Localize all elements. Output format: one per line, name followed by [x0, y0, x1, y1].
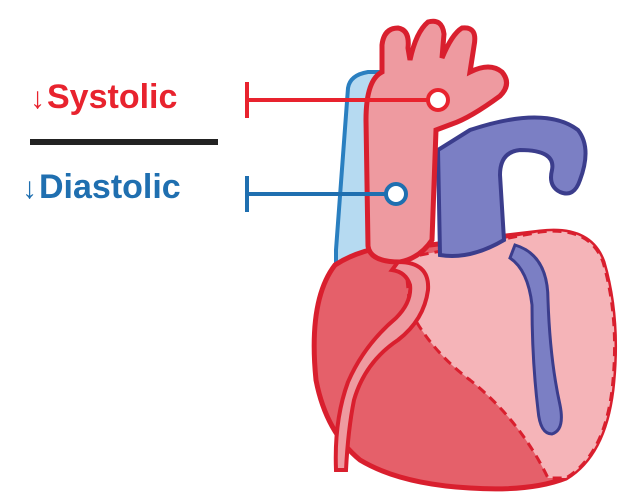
circle-marker-icon [386, 184, 406, 204]
circle-marker-icon [428, 90, 448, 110]
